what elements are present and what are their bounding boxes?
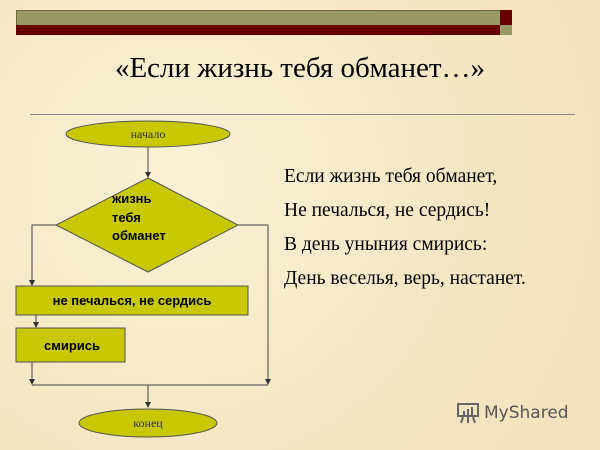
connector [238,224,271,385]
poem-line: В день уныния смирись: [284,234,488,255]
end-label: конец [133,416,163,430]
poem-line: Если жизнь тебя обманет, [284,166,498,187]
end-terminator [78,408,218,438]
decision-label-line: жизнь [111,191,152,206]
decision-label-line: обманет [112,228,166,243]
header-square-maroon [500,10,512,25]
start-label: начало [131,127,166,141]
poem-line: Не печалься, не сердись! [284,200,491,221]
decision-label-line: тебя [112,210,141,225]
poem-line: День веселья, верь, настанет. [284,268,526,289]
myshared-watermark: MyShared [456,402,569,424]
header-bar-maroon [16,25,500,35]
connector [29,224,56,286]
header-square-olive [500,25,512,35]
poem-text: Если жизнь тебя обманет, Не печалься, не… [284,160,526,296]
presentation-board-icon [457,403,479,424]
process-box-2 [15,327,126,363]
watermark-text: MyShared [484,403,569,423]
step1-label: не печалься, не сердись [53,293,212,308]
start-terminator [65,120,231,148]
step2-label: смирись [44,338,100,353]
slide-title: «Если жизнь тебя обманет…» [114,52,486,84]
decision-diamond [54,177,240,273]
title-divider [30,114,575,115]
process-box-1 [15,285,249,316]
